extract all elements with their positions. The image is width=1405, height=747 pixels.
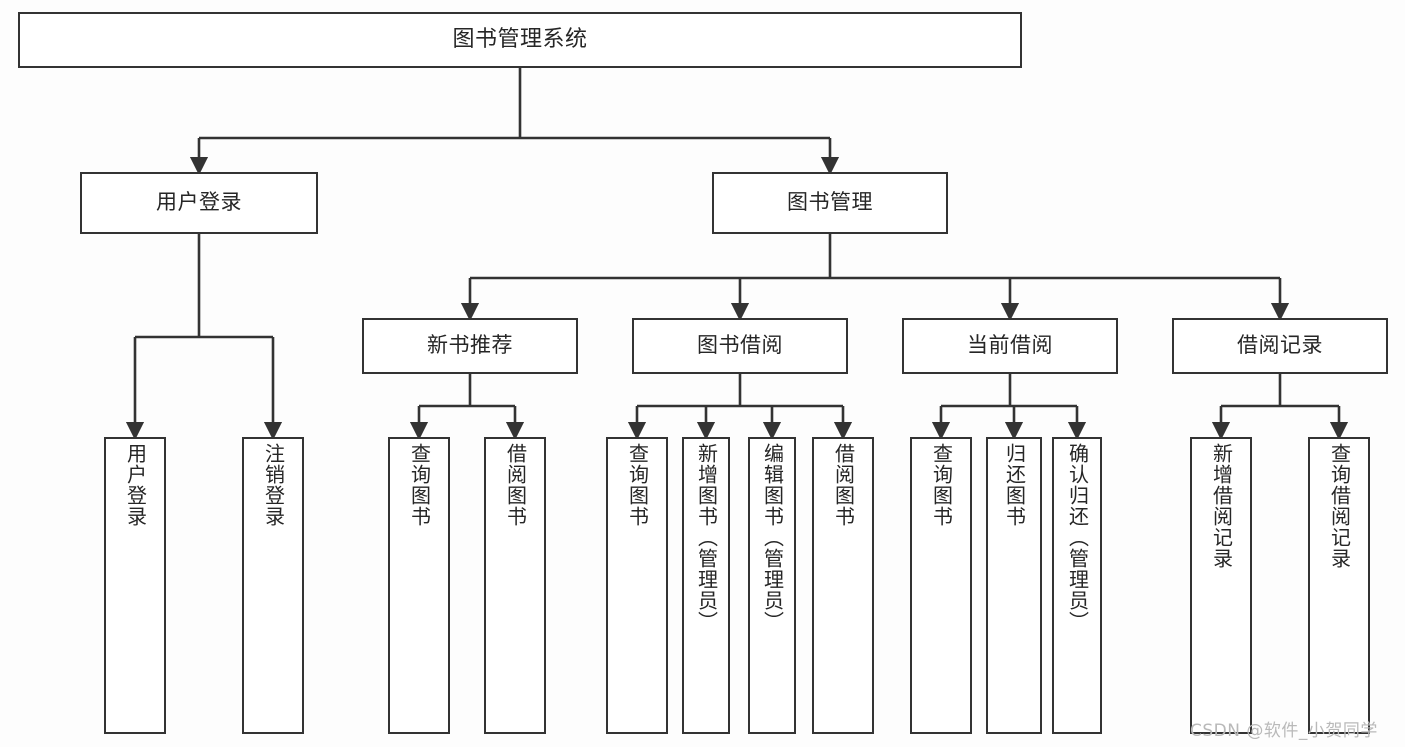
leaf-add-book-admin[interactable]: 新增图书（管理员） — [682, 437, 730, 734]
leaf-add-borrow-record[interactable]: 新增借阅记录 — [1190, 437, 1252, 734]
node-label: 查询借阅记录 — [1327, 443, 1352, 569]
node-label: 图书管理 — [787, 190, 873, 215]
node-label: 确认归还（管理员） — [1065, 443, 1090, 632]
node-label: 注销登录 — [261, 443, 286, 527]
node-label: 图书管理系统 — [452, 26, 588, 52]
leaf-query-book-borrow[interactable]: 查询图书 — [606, 437, 668, 734]
leaf-logout[interactable]: 注销登录 — [242, 437, 304, 734]
node-book-borrow[interactable]: 图书借阅 — [632, 318, 848, 374]
leaf-confirm-return-admin[interactable]: 确认归还（管理员） — [1052, 437, 1102, 734]
node-label: 查询图书 — [625, 443, 650, 527]
node-current-borrow[interactable]: 当前借阅 — [902, 318, 1118, 374]
leaf-borrow-book[interactable]: 借阅图书 — [812, 437, 874, 734]
node-label: 图书借阅 — [697, 333, 783, 358]
node-borrow-records[interactable]: 借阅记录 — [1172, 318, 1388, 374]
leaf-borrow-book-recommend[interactable]: 借阅图书 — [484, 437, 546, 734]
leaf-edit-book-admin[interactable]: 编辑图书（管理员） — [748, 437, 796, 734]
node-label: 当前借阅 — [967, 333, 1053, 358]
node-new-book-recommend[interactable]: 新书推荐 — [362, 318, 578, 374]
node-label: 用户登录 — [123, 443, 148, 527]
node-label: 借阅图书 — [831, 443, 856, 527]
leaf-user-login[interactable]: 用户登录 — [104, 437, 166, 734]
node-label: 借阅记录 — [1237, 333, 1323, 358]
node-label: 新增图书（管理员） — [694, 443, 719, 632]
node-label: 借阅图书 — [503, 443, 528, 527]
node-label: 新书推荐 — [427, 333, 513, 358]
node-label: 查询图书 — [407, 443, 432, 527]
node-label: 用户登录 — [156, 190, 242, 215]
node-root-system[interactable]: 图书管理系统 — [18, 12, 1022, 68]
leaf-query-borrow-record[interactable]: 查询借阅记录 — [1308, 437, 1370, 734]
csdn-watermark: CSDN @软件_小贺同学 — [1190, 721, 1378, 741]
leaf-query-book-recommend[interactable]: 查询图书 — [388, 437, 450, 734]
node-label: 查询图书 — [929, 443, 954, 527]
node-user-login[interactable]: 用户登录 — [80, 172, 318, 234]
node-label: 归还图书 — [1002, 443, 1027, 527]
leaf-query-book-current[interactable]: 查询图书 — [910, 437, 972, 734]
node-label: 编辑图书（管理员） — [760, 443, 785, 632]
node-book-management[interactable]: 图书管理 — [712, 172, 948, 234]
node-label: 新增借阅记录 — [1209, 443, 1234, 569]
leaf-return-book[interactable]: 归还图书 — [986, 437, 1042, 734]
